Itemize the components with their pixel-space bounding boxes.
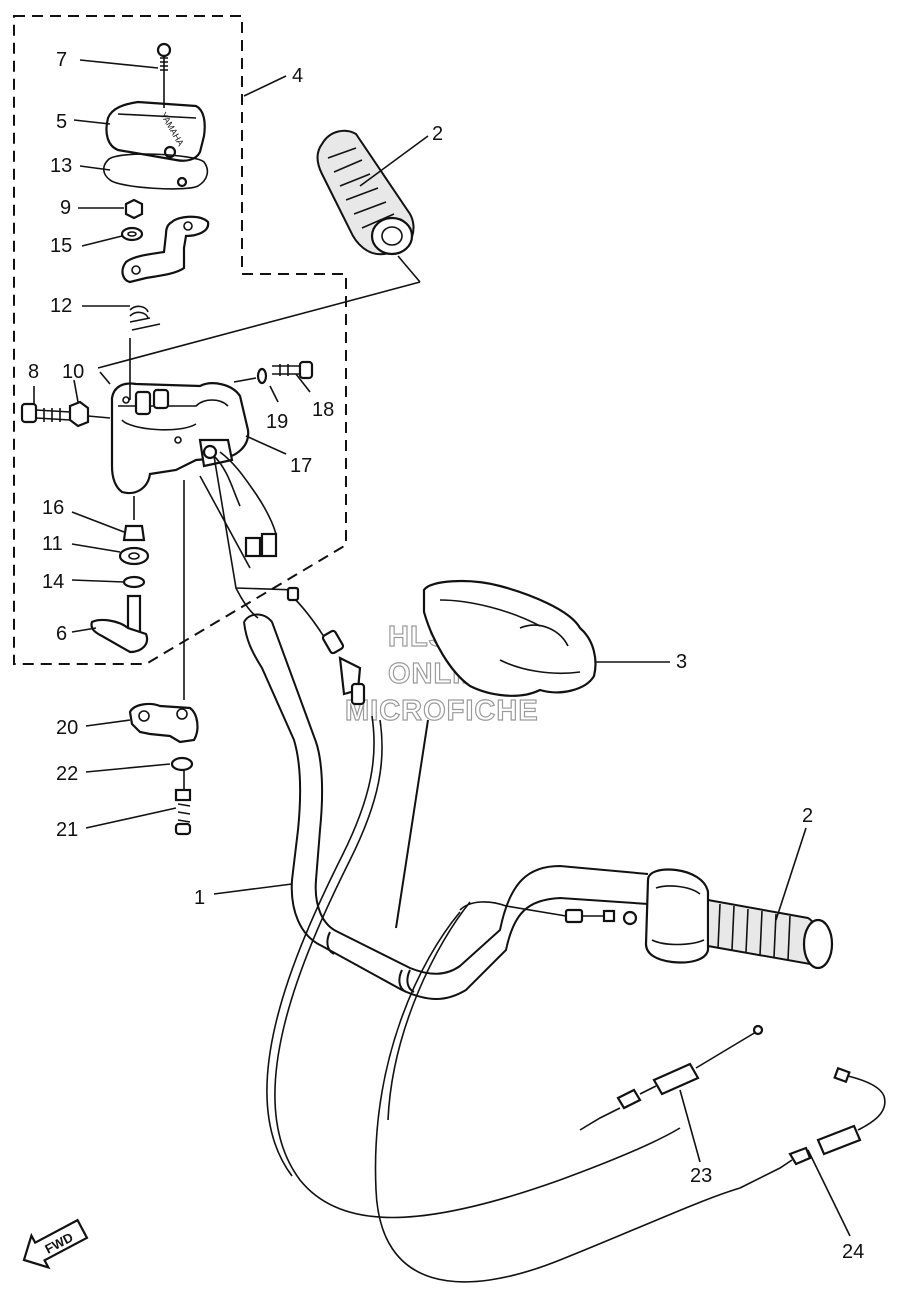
- callout-11: 11: [42, 533, 63, 555]
- callout-20: 20: [56, 717, 78, 739]
- callout-10: 10: [62, 361, 84, 383]
- lower-stack-hardware: [90, 480, 185, 700]
- switch-cover: YAMAHA: [102, 42, 209, 190]
- callout-5: 5: [56, 111, 67, 133]
- callout-24: 24: [842, 1241, 864, 1263]
- small-hardware-upper: [120, 198, 210, 331]
- switch-cable: [286, 586, 366, 706]
- callout-19: 19: [266, 411, 288, 433]
- throttle-cable-23: [579, 1024, 764, 1131]
- callout-13: 13: [50, 155, 72, 177]
- right-grip-assembly: [459, 868, 834, 970]
- holder-20-screw-21: [128, 702, 199, 836]
- callout-2-upper: 2: [432, 123, 443, 145]
- cable-loops: [266, 715, 741, 1283]
- callout-numbers: 7 4 5 2 13 9 15 12 8 10 19 18 17 16 11 1…: [28, 49, 864, 1263]
- callout-18: 18: [312, 399, 334, 421]
- callout-17: 17: [290, 455, 312, 477]
- callout-4: 4: [292, 65, 303, 87]
- callout-16: 16: [42, 497, 64, 519]
- left-grip: [316, 129, 415, 256]
- callout-2-lower: 2: [802, 805, 813, 827]
- callout-12: 12: [50, 295, 72, 317]
- forward-direction-badge: FWD: [22, 1218, 89, 1270]
- callout-6: 6: [56, 623, 67, 645]
- assembly-boundary-dashed: [13, 15, 347, 665]
- switch-housing: [99, 338, 297, 619]
- brake-cable-24: [739, 1066, 886, 1189]
- callout-15: 15: [50, 235, 72, 257]
- callout-leaders: [33, 59, 851, 1237]
- callout-3: 3: [676, 651, 687, 673]
- callout-7: 7: [56, 49, 67, 71]
- assembly-leader-lines: [97, 255, 421, 569]
- callout-1: 1: [194, 887, 205, 909]
- callout-14: 14: [42, 571, 64, 593]
- callout-8: 8: [28, 361, 39, 383]
- lever-guard: [395, 579, 597, 929]
- screw-18-washer-19: [233, 360, 314, 385]
- callout-21: 21: [56, 819, 78, 841]
- callout-9: 9: [60, 197, 71, 219]
- callout-23: 23: [690, 1165, 712, 1187]
- bolt-and-nut-left: [20, 400, 111, 428]
- watermark-line-3: MICROFICHE: [345, 695, 539, 727]
- callout-22: 22: [56, 763, 78, 785]
